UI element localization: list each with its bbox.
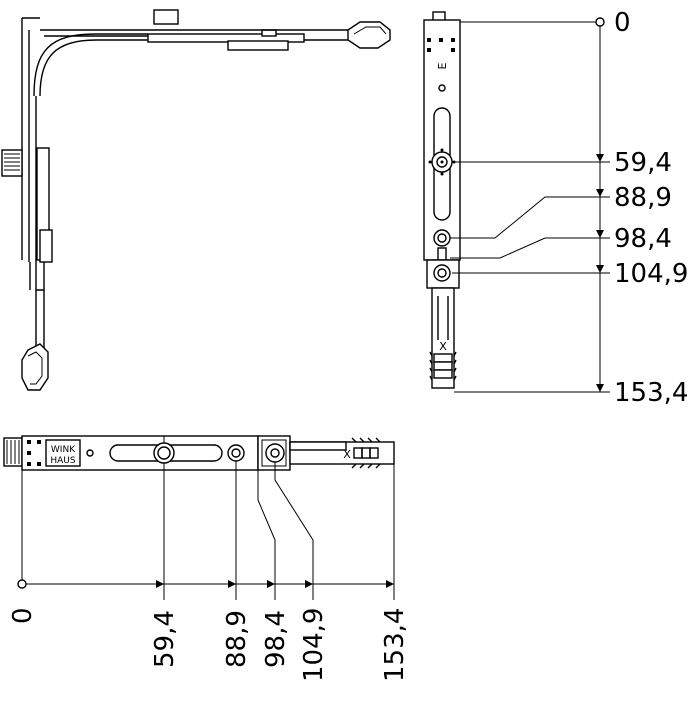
bottom-view-horizontal: WINK HAUS X [3, 435, 395, 471]
right-dimension-group: 0 59,4 88,9 98,4 104,9 153,4 [450, 8, 688, 408]
mark-e: E [436, 62, 449, 69]
brand-line2: HAUS [50, 456, 76, 466]
mark-x-bottom: X [343, 448, 351, 461]
bottom-dim-label: 59,4 [150, 610, 180, 668]
right-dim-label: 104,9 [614, 259, 688, 289]
front-view-vertical: E X [423, 11, 461, 389]
right-dim-label: 153,4 [614, 378, 688, 408]
right-dim-label: 59,4 [614, 148, 672, 178]
bottom-dim-label: 88,9 [222, 610, 252, 668]
right-dim-label: 88,9 [614, 183, 672, 213]
bottom-dim-label: 0 [8, 607, 38, 624]
bottom-dim-label: 153,4 [380, 608, 410, 682]
mark-x: X [439, 340, 447, 353]
right-dim-label: 0 [614, 8, 631, 38]
corner-hinge-view [1, 9, 391, 391]
bottom-dim-label: 104,9 [299, 608, 329, 682]
bottom-dimension-group: 0 59,4 88,9 98,4 104,9 153,4 [8, 461, 410, 682]
right-dim-label: 98,4 [614, 224, 672, 254]
bottom-dim-label: 98,4 [261, 610, 291, 668]
brand-line1: WINK [51, 445, 76, 455]
